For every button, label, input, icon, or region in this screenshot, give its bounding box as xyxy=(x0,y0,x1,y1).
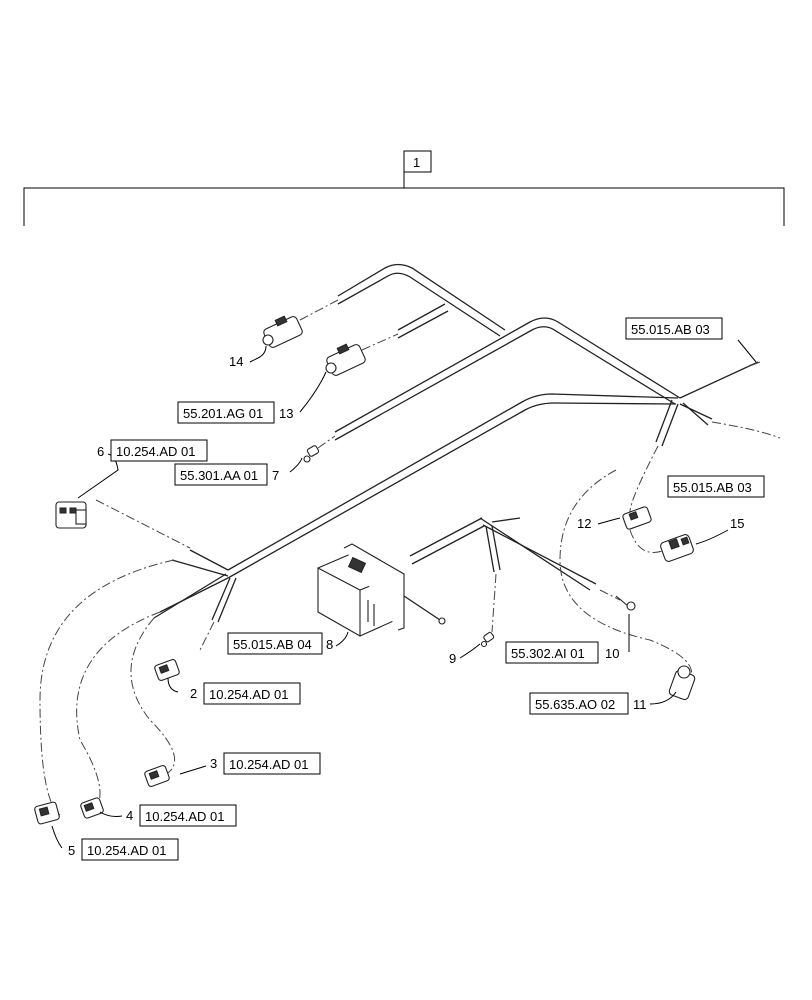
callout-7: 55.301.AA 01 7 xyxy=(174,463,279,486)
callout-ref: 10.254.AD 01 xyxy=(209,687,289,702)
ring-terminal-10-icon xyxy=(615,595,636,611)
terminal-7-icon xyxy=(303,445,320,463)
terminal-9-icon xyxy=(480,631,495,648)
callout-ref: 10.254.AD 01 xyxy=(116,444,196,459)
routing-lines xyxy=(39,299,781,816)
assembly-label: 1 xyxy=(413,155,420,170)
connector-13-icon xyxy=(325,343,366,376)
callout-14: 14 xyxy=(229,354,243,369)
callout-6: 6 10.254.AD 01 xyxy=(97,439,208,462)
connector-4-icon xyxy=(80,797,104,819)
callout-number: 15 xyxy=(730,516,744,531)
callout-9: 9 xyxy=(449,651,456,666)
callout-15: 15 xyxy=(730,516,744,531)
callout-10: 55.302.AI 01 10 xyxy=(505,641,619,664)
callout-number: 14 xyxy=(229,354,243,369)
connector-12-icon xyxy=(622,506,652,530)
callout-8: 55.015.AB 04 8 xyxy=(227,632,333,655)
callout-number: 3 xyxy=(210,756,217,771)
callout-number: 13 xyxy=(279,406,293,421)
callout-ref: 55.635.AO 02 xyxy=(535,697,615,712)
callout-ref: 55.015.AB 03 xyxy=(631,322,710,337)
callout-ref: 55.302.AI 01 xyxy=(511,646,585,661)
callout-5: 5 10.254.AD 01 xyxy=(68,838,179,861)
callout-ref: 55.015.AB 04 xyxy=(233,637,312,652)
harness-wires xyxy=(153,263,759,623)
callout-ref: 55.301.AA 01 xyxy=(180,468,258,483)
callout-number: 5 xyxy=(68,843,75,858)
callout-ref: 55.015.AB 03 xyxy=(673,480,752,495)
callout-11: 55.635.AO 02 11 xyxy=(529,692,647,715)
callout-3: 3 10.254.AD 01 xyxy=(210,752,321,775)
callout-number: 8 xyxy=(326,637,333,652)
connector-3-icon xyxy=(144,765,170,787)
assembly-bracket: 1 xyxy=(23,150,785,226)
module-8-icon xyxy=(317,543,446,637)
callout-connection-top-right: 55.015.AB 03 xyxy=(625,317,723,340)
connector-5-icon xyxy=(34,801,60,825)
callout-4: 4 10.254.AD 01 xyxy=(126,804,237,827)
callout-ref: 10.254.AD 01 xyxy=(145,809,225,824)
callout-number: 10 xyxy=(605,646,619,661)
callout-ref: 10.254.AD 01 xyxy=(229,757,309,772)
callout-ref: 10.254.AD 01 xyxy=(87,843,167,858)
callout-number: 9 xyxy=(449,651,456,666)
callout-number: 4 xyxy=(126,808,133,823)
callout-12: 12 xyxy=(577,516,591,531)
connector-15-icon xyxy=(660,534,694,562)
components xyxy=(34,315,696,825)
connector-2-icon xyxy=(154,659,180,681)
callout-number: 12 xyxy=(577,516,591,531)
callout-ref: 55.201.AG 01 xyxy=(183,406,263,421)
callout-number: 6 xyxy=(97,444,104,459)
callout-2: 2 10.254.AD 01 xyxy=(190,682,301,705)
connector-14-icon xyxy=(262,315,303,348)
callout-connection-right: 55.015.AB 03 xyxy=(667,475,765,498)
callout-number: 2 xyxy=(190,686,197,701)
callout-number: 11 xyxy=(633,697,647,712)
callout-13: 55.201.AG 01 13 xyxy=(177,401,293,424)
callout-number: 7 xyxy=(272,468,279,483)
connector-6-icon xyxy=(55,501,87,529)
